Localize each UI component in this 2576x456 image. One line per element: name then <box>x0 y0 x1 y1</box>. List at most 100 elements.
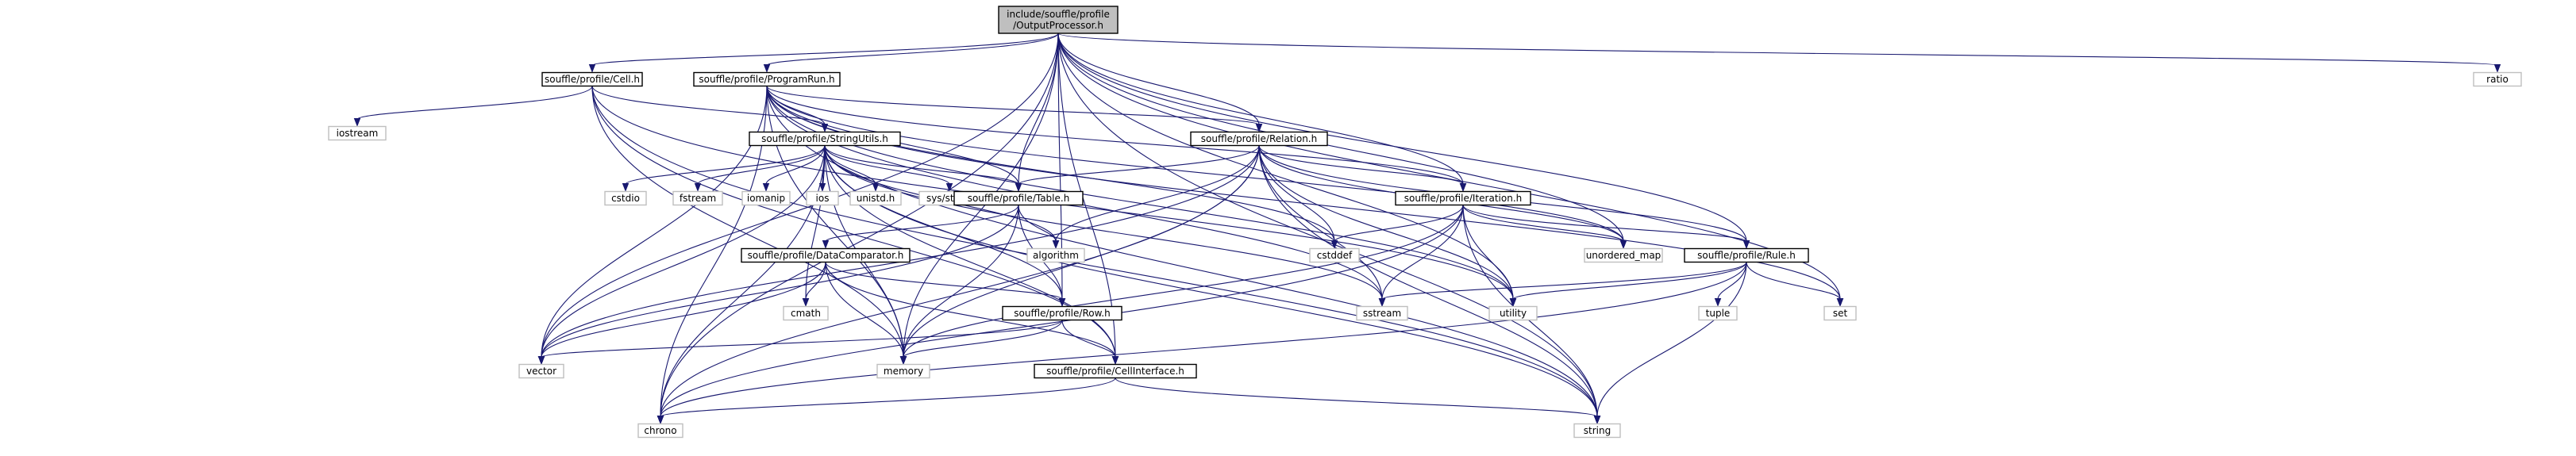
edge-stringutils-to-cstdio <box>625 145 826 186</box>
edge-relation-to-utility <box>1258 145 1514 300</box>
edge-root-to-table <box>1018 33 1059 185</box>
edge-iteration-to-utility <box>1462 205 1514 300</box>
node-relation[interactable]: souffle/profile/Relation.h <box>1190 131 1328 147</box>
arrowhead-row-to-cellinterface <box>1111 356 1119 365</box>
node-label: souffle/profile/Iteration.h <box>1404 193 1523 204</box>
node-label: unordered_map <box>1586 250 1662 261</box>
node-box <box>1395 190 1531 206</box>
node-label: souffle/profile/CellInterface.h <box>1046 366 1184 377</box>
edge-programrun-to-relation <box>766 86 1260 126</box>
node-label: cstddef <box>1317 250 1353 261</box>
node-datacomparator[interactable]: souffle/profile/DataComparator.h <box>741 247 911 263</box>
edge-iteration-to-memory <box>903 205 1464 358</box>
node-rule[interactable]: souffle/profile/Rule.h <box>1684 247 1809 263</box>
node-label: iostream <box>337 128 379 139</box>
node-box <box>1584 247 1663 263</box>
edge-cell-to-stringutils <box>591 86 826 126</box>
arrowhead-programrun-to-relation <box>1255 124 1263 132</box>
node-label: sstream <box>1363 308 1401 319</box>
node-box <box>998 6 1119 34</box>
arrowhead-rule-to-sstream <box>1378 298 1386 307</box>
node-vector: vector <box>518 363 564 379</box>
node-label: ratio <box>2486 74 2509 85</box>
node-cstddef: cstddef <box>1309 247 1360 263</box>
edge-root-to-programrun <box>766 33 1059 67</box>
node-cmath: cmath <box>783 305 829 321</box>
edge-root-to-ratio <box>1057 33 2498 67</box>
node-box <box>2473 71 2522 87</box>
arrowhead-stringutils-to-unistd <box>872 183 880 192</box>
node-cellinterface[interactable]: souffle/profile/CellInterface.h <box>1034 363 1197 379</box>
node-label: tuple <box>1706 308 1731 319</box>
arrowhead-datacomparator-to-row <box>1058 298 1066 307</box>
node-label: string <box>1584 425 1611 436</box>
node-box <box>1684 247 1809 263</box>
node-fstream: fstream <box>672 190 723 206</box>
node-utility: utility <box>1488 305 1538 321</box>
edge-stringutils-to-cmath <box>805 145 826 300</box>
arrowhead-row-to-memory <box>899 356 907 365</box>
edge-table-to-memory <box>903 205 1019 358</box>
edge-programrun-to-set <box>766 86 1841 300</box>
edge-programrun-to-vector <box>541 86 768 358</box>
edge-stringutils-to-iomanip <box>765 145 826 185</box>
edge-cell-to-string <box>591 86 1598 417</box>
edge-root-to-vector <box>541 33 1059 358</box>
node-box <box>604 190 647 206</box>
node-label: fstream <box>680 193 716 204</box>
node-label: vector <box>526 366 556 377</box>
node-box <box>783 305 829 321</box>
arrowhead-iteration-to-cstddef <box>1330 240 1338 249</box>
edge-root-to-relation <box>1057 33 1260 125</box>
node-box <box>637 423 683 439</box>
node-root[interactable]: include/souffle/profile/OutputProcessor.… <box>998 6 1119 34</box>
node-algorithm: algorithm <box>1026 247 1085 263</box>
arrowhead-stringutils-to-fstream <box>694 183 702 192</box>
arrowhead-table-to-algorithm <box>1052 240 1060 249</box>
node-label: souffle/profile/Rule.h <box>1697 250 1796 261</box>
node-box <box>953 190 1084 206</box>
arrowhead-root-to-ratio <box>2493 64 2501 73</box>
node-box <box>328 125 387 141</box>
edge-programrun-to-utility <box>766 86 1514 300</box>
node-box <box>849 190 902 206</box>
edge-iteration-to-rule <box>1462 205 1747 243</box>
edge-stringutils-to-vector <box>541 145 826 358</box>
arrowhead-rule-to-tuple <box>1714 298 1722 307</box>
arrowhead-stringutils-to-sysstat <box>945 183 953 192</box>
node-label: souffle/profile/Row.h <box>1014 308 1110 319</box>
node-box <box>1356 305 1408 321</box>
node-label: souffle/profile/Relation.h <box>1201 133 1317 144</box>
node-box <box>1190 131 1328 147</box>
edge-stringutils-to-cellinterface <box>824 145 1116 358</box>
node-label: iomanip <box>747 193 785 204</box>
node-iteration[interactable]: souffle/profile/Iteration.h <box>1395 190 1531 206</box>
node-set: set <box>1823 305 1857 321</box>
node-box <box>741 190 791 206</box>
node-stringutils[interactable]: souffle/profile/StringUtils.h <box>749 131 901 147</box>
node-box <box>749 131 901 147</box>
edge-iteration-to-cstddef <box>1334 205 1464 243</box>
node-programrun[interactable]: souffle/profile/ProgramRun.h <box>693 71 841 87</box>
edge-programrun-to-iteration <box>766 86 1464 185</box>
node-label: souffle/profile/DataComparator.h <box>748 250 904 261</box>
edge-programrun-to-unordered_map <box>766 86 1624 242</box>
node-label: ios <box>816 193 830 204</box>
node-box <box>1002 305 1122 321</box>
edge-cellinterface-to-string <box>1115 377 1598 418</box>
edge-datacomparator-to-vector <box>541 262 826 358</box>
edge-stringutils-to-sstream <box>824 145 1383 300</box>
arrowhead-iteration-to-rule <box>1742 240 1750 249</box>
node-box <box>541 71 643 87</box>
node-table[interactable]: souffle/profile/Table.h <box>953 190 1084 206</box>
arrowhead-stringutils-to-iomanip <box>762 183 770 192</box>
node-row[interactable]: souffle/profile/Row.h <box>1002 305 1122 321</box>
arrowhead-datacomparator-to-cmath <box>802 298 810 307</box>
node-box <box>806 190 839 206</box>
node-tuple: tuple <box>1698 305 1738 321</box>
node-label: algorithm <box>1033 250 1079 261</box>
node-cell[interactable]: souffle/profile/Cell.h <box>541 71 643 87</box>
edge-cellinterface-to-chrono <box>660 377 1116 418</box>
edge-relation-to-sstream <box>1258 145 1383 300</box>
node-box <box>876 363 930 379</box>
